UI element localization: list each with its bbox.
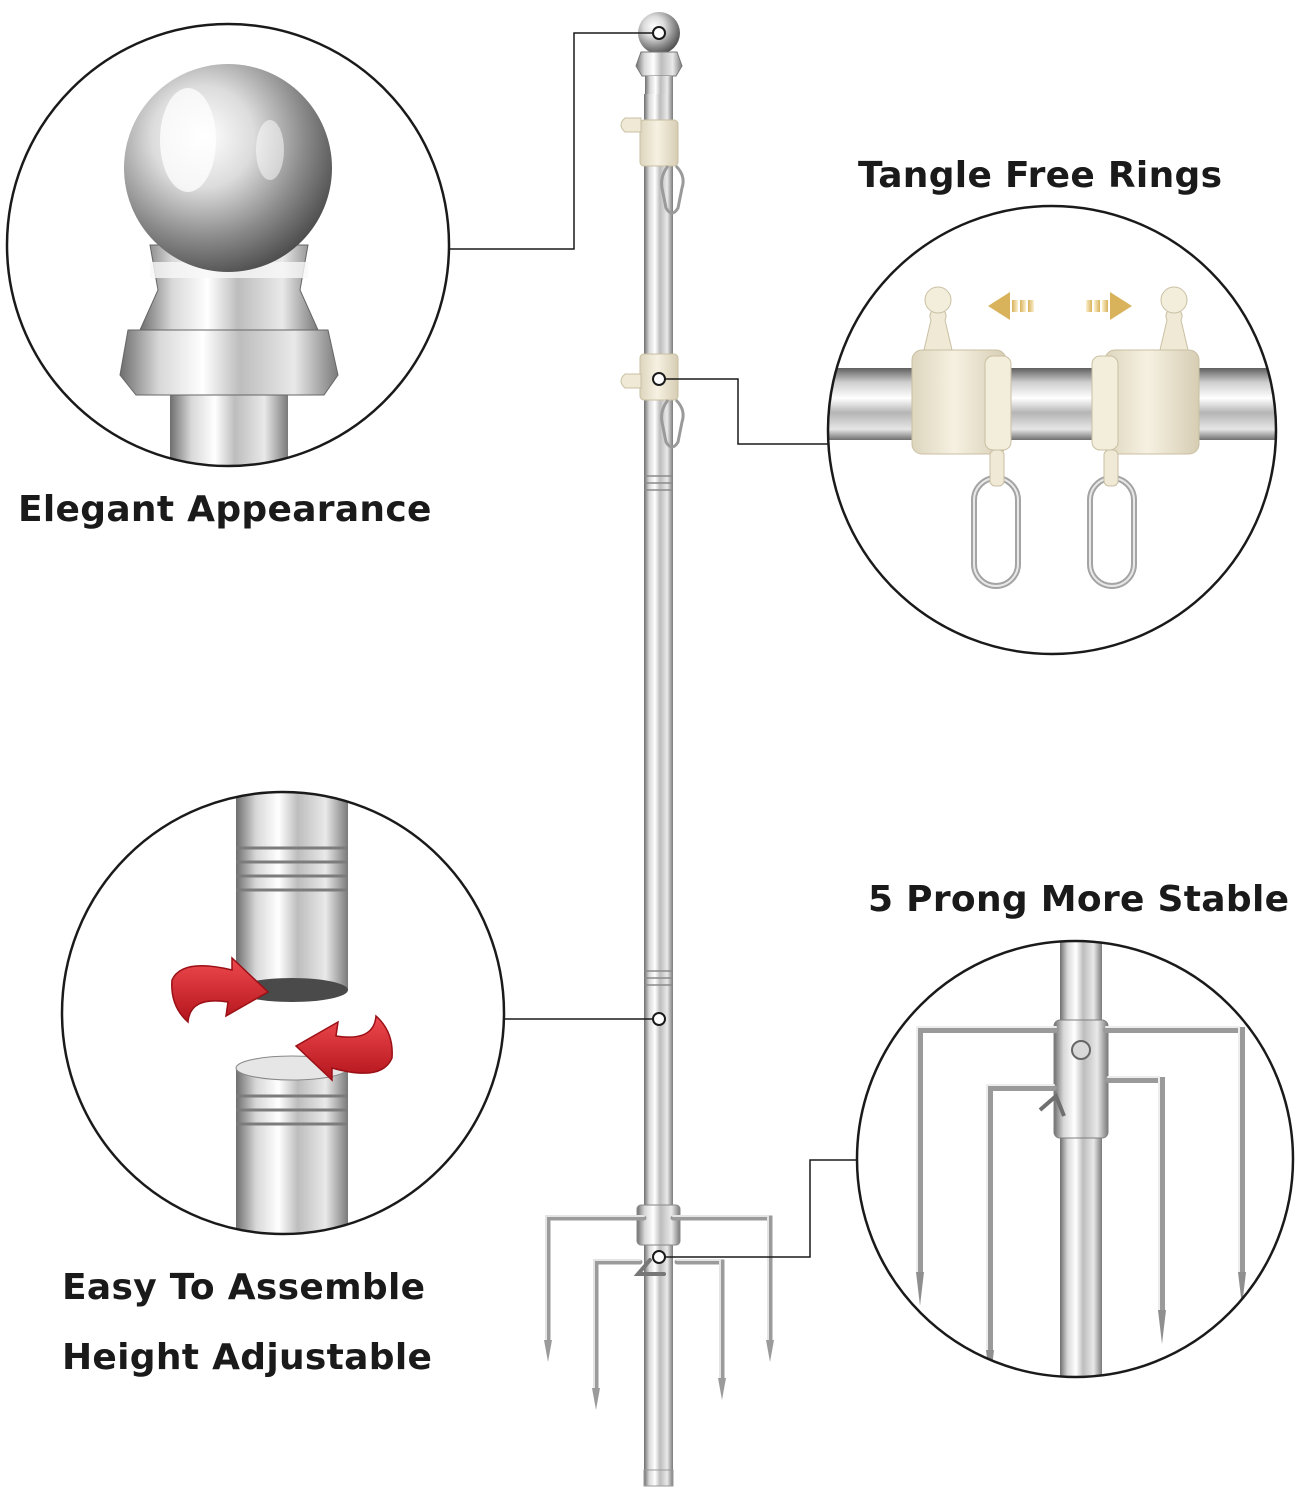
arrow-left-icon — [988, 292, 1034, 320]
pole-joint-lower — [644, 970, 673, 986]
caption-easy-to-assemble: Easy To Assemble — [62, 1267, 426, 1308]
caption-tangle-free-rings: Tangle Free Rings — [858, 155, 1223, 196]
arrow-right-icon — [1086, 292, 1132, 320]
callout-anchors — [652, 26, 666, 1264]
finial-neck — [645, 76, 673, 94]
rotate-arrows-icon — [171, 956, 393, 1082]
ground-stake-small — [544, 1204, 774, 1410]
pole-joint-upper — [644, 475, 673, 491]
pole-ring-top — [620, 117, 685, 215]
leader-rings — [659, 378, 828, 445]
callout-stake — [855, 939, 1295, 1379]
caption-height-adjustable: Height Adjustable — [62, 1337, 433, 1378]
finial-collar — [635, 51, 683, 77]
caption-elegant-appearance: Elegant Appearance — [18, 489, 432, 530]
flag-pole — [544, 12, 774, 1487]
callout-finial — [5, 22, 451, 468]
caption-5-prong-more-stable: 5 Prong More Stable — [868, 879, 1290, 920]
leader-finial — [449, 32, 659, 250]
leader-stake — [659, 1159, 858, 1258]
callout-rings — [826, 204, 1278, 656]
callout-joint — [60, 790, 506, 1236]
callout-leaders — [449, 32, 858, 1258]
pole-tube — [644, 94, 673, 1486]
